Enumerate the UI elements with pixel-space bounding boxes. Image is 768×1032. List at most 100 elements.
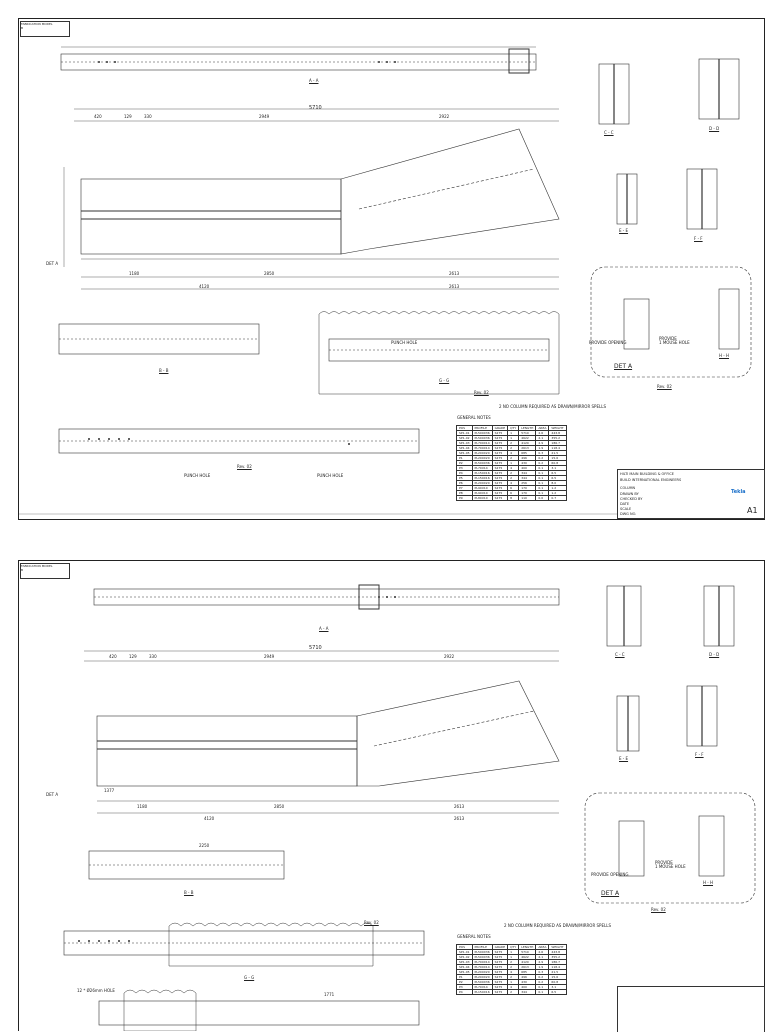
sheet2-provide-mousehole: PROVIDE 1 MOUSE HOLE xyxy=(655,860,686,869)
table-cell: SP1-01 xyxy=(456,430,473,436)
hdr-length: LENGTH xyxy=(518,425,537,431)
sheet2-rev-tag-1: Rev. 02 xyxy=(364,920,379,925)
sheet2-dim-1771: 1771 xyxy=(324,992,335,997)
table-cell: 6.5 xyxy=(548,989,567,995)
table-cell: PL150X16 xyxy=(471,475,493,481)
sheet2-dim-2250: 2250 xyxy=(199,843,210,848)
table-cell: 344 xyxy=(518,989,537,995)
sheet2-general-notes: GENERAL NOTES xyxy=(457,934,491,939)
sheet2-label-gg: G - G xyxy=(244,975,255,980)
sheet2-note-line: 2 NO COLUMN REQUIRED AS DRAWN/MIRROR SPE… xyxy=(504,923,611,928)
sheet2-btotal-1: 4120 xyxy=(204,816,215,821)
sheet1-btotal-1: 4120 xyxy=(199,284,210,289)
table-cell: 0.7 xyxy=(548,495,567,501)
sheet2-det-a-cloud xyxy=(584,792,756,904)
sheet2-label-cc: C - C xyxy=(615,652,625,657)
sheet1-label-dd: D - D xyxy=(709,126,720,131)
sheet2-column-body xyxy=(96,715,358,787)
hdr-weight: WEIGHT xyxy=(548,425,567,431)
table-cell: PL500X36 xyxy=(471,949,493,955)
table-cell: PL200X20 xyxy=(471,455,493,461)
sheet2-dim-3: 330 xyxy=(149,654,157,659)
table-cell: PL200X20 xyxy=(471,480,493,486)
sheet1-btotal-2: 2613 xyxy=(449,284,460,289)
sheet2-label-ff: F - F xyxy=(695,752,704,757)
sheet1-rev-tag-2: Rev. 02 xyxy=(237,464,252,469)
sheet1-dim-5: 2922 xyxy=(439,114,450,119)
sheet1-label-hh: H - H xyxy=(719,353,730,358)
sheet2-det-callout: DET A xyxy=(46,792,59,797)
sheet1-parts-list: POS PROFILE GRADE QTY LENGTH AREA WEIGHT… xyxy=(456,425,567,501)
table-cell: PL700X14 xyxy=(471,445,493,451)
drawing-sheet-2: FABRICATION MODEL B xyxy=(18,560,765,1032)
sheet2-dim-4: 2949 xyxy=(264,654,275,659)
tb-row-2: CHECKED BY xyxy=(620,497,643,501)
sheet2-overall-dim: 5710 xyxy=(309,645,322,651)
tb-row-5: DWG NO. xyxy=(620,512,637,516)
sheet1-label-aa: A - A xyxy=(309,78,319,83)
sheet1-bdim-3: 2613 xyxy=(449,271,460,276)
table-cell: 0.0 xyxy=(535,495,550,501)
sheet1-provide-opening: PROVIDE OPENING xyxy=(589,340,627,345)
sheet1-det-a-title: DET A xyxy=(614,363,633,370)
sheet2-label-dd: D - D xyxy=(709,652,720,657)
sheet2-stamp: FABRICATION MODEL B xyxy=(20,563,70,579)
sheet2-label-hh: H - H xyxy=(703,880,714,885)
table-cell: PL500X36 xyxy=(471,430,493,436)
tb-project: HILTI MAIN BUILDING & OFFICE xyxy=(620,472,675,476)
table-cell: SP1-04 xyxy=(456,445,473,451)
table-cell: PL80X10 xyxy=(471,495,493,501)
sheet2-bdim-3: 2613 xyxy=(454,804,465,809)
sheet2-hole-note: 12 * Ø26mm HOLE xyxy=(77,988,115,993)
sheet2-dim-1377: 1377 xyxy=(104,788,115,793)
sheet2-linework xyxy=(63,584,756,1031)
sheet1-rev-tag-1: Rev. 02 xyxy=(474,390,489,395)
sheet2-label-bb: B - B xyxy=(184,890,194,895)
sheet1-label-ee: E - E xyxy=(619,228,629,233)
sheet1-title-block: HILTI MAIN BUILDING & OFFICE BUILD INTER… xyxy=(617,469,765,519)
sheet2-sloped-haunch xyxy=(356,680,560,787)
sheet1-column-body xyxy=(80,178,342,255)
sheet1-note-line: 2 NO COLUMN REQUIRED AS DRAWN/MIRROR SPE… xyxy=(499,404,606,409)
sheet2-dim-2: 129 xyxy=(129,654,137,659)
tb-row-3: DATE xyxy=(620,502,630,506)
sheet1-det-a-cloud xyxy=(590,266,752,378)
sheet1-rev-box: B xyxy=(21,26,24,30)
sheet1-dim-2: 129 xyxy=(124,114,132,119)
table-cell: PL500X36 xyxy=(471,979,493,985)
tb-drawing: COLUMN xyxy=(620,486,636,490)
table-cell: P4 xyxy=(456,989,473,995)
sheet2-dim-1: 420 xyxy=(109,654,117,659)
hdr-weight: WEIGHT xyxy=(548,944,567,950)
table-cell: S275 xyxy=(491,495,509,501)
sheet1-label-ff: F - F xyxy=(694,236,703,241)
sheet2-provide-opening: PROVIDE OPENING xyxy=(591,872,629,877)
sheet1-linework xyxy=(19,46,764,515)
sheet1-dim-4: 2949 xyxy=(259,114,270,119)
table-cell: PL700X14 xyxy=(471,959,493,965)
sheet1-overall-dim: 5710 xyxy=(309,105,322,111)
table-cell: PL150X16 xyxy=(471,470,493,476)
sheet1-rev-tag-3: Rev. 02 xyxy=(657,384,672,389)
table-cell: S275 xyxy=(491,989,509,995)
hdr-length: LENGTH xyxy=(518,944,537,950)
table-cell: PL500X36 xyxy=(471,954,493,960)
sheet2-revision-cloud xyxy=(168,922,374,967)
sheet2-det-a-title: DET A xyxy=(601,890,620,897)
sheet1-general-notes: GENERAL NOTES xyxy=(457,415,491,420)
sheet1-stamp-text: FABRICATION MODEL xyxy=(21,22,53,26)
table-cell: SP1-02 xyxy=(456,954,473,960)
sheet1-bdim-2: 2850 xyxy=(264,271,275,276)
table-cell: SP1-04 xyxy=(456,964,473,970)
sheet1-bdim-1: 1180 xyxy=(129,271,140,276)
sheet2-bdim-2: 2850 xyxy=(274,804,285,809)
sheet1-dim-3: 330 xyxy=(144,114,152,119)
drawing-sheet-1: FABRICATION MODEL B xyxy=(18,18,765,520)
